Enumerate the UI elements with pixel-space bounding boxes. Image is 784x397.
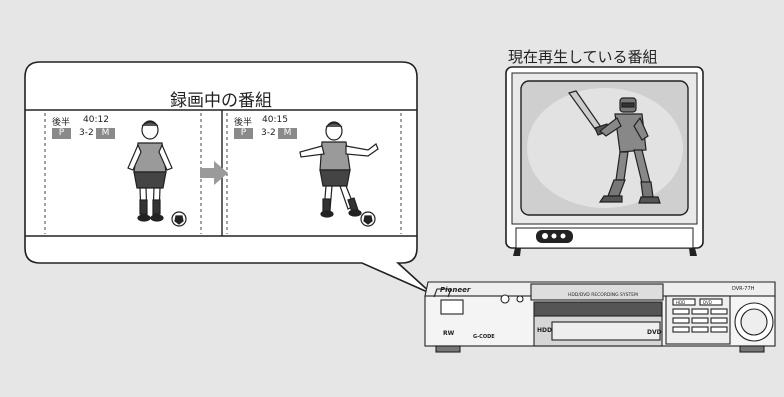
recorder-dvd-button: DVD	[703, 300, 712, 305]
recording-title: 録画中の番組	[170, 91, 272, 111]
left-m-tag: M	[96, 128, 115, 139]
recorder-dvd-badge: DVD	[647, 329, 662, 336]
right-half-label: 後半	[234, 118, 253, 128]
recorder-brand: Pioneer	[440, 286, 471, 294]
right-time: 40:15	[262, 115, 288, 125]
recorder-model: DVR-77H	[732, 286, 755, 292]
soccer-player-left	[127, 120, 187, 227]
right-p-tag: P	[234, 128, 253, 139]
right-channel: 3-2	[261, 128, 276, 138]
left-half-label: 後半	[52, 118, 71, 128]
left-p-tag: P	[52, 128, 71, 139]
recorder-gcode: G-CODE	[473, 334, 495, 340]
recorder-hdd-badge: HDD	[537, 327, 552, 334]
robot-figure	[568, 90, 661, 204]
recorder-hdd-button: HDD	[676, 300, 685, 305]
left-time: 40:12	[83, 115, 109, 125]
dvd-recorder	[424, 281, 776, 353]
playing-title: 現在再生している番組	[508, 48, 658, 66]
left-channel: 3-2	[79, 128, 94, 138]
television	[505, 66, 704, 256]
right-m-tag: M	[278, 128, 297, 139]
recorder-system-label: HDD/DVD RECORDING SYSTEM	[568, 292, 638, 298]
recorder-rw-badge: RW	[443, 330, 455, 337]
next-frame-arrow	[200, 161, 228, 185]
soccer-player-right	[299, 121, 379, 227]
